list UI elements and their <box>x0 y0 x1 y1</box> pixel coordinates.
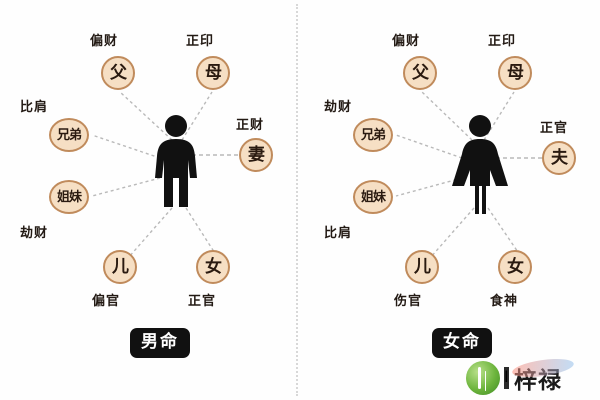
node-sister[interactable]: 姐妹 <box>353 180 393 214</box>
badge-female-title: 女命 <box>432 328 492 358</box>
male-figure-icon <box>148 112 204 216</box>
watermark-separator: I <box>504 367 509 389</box>
female-figure-icon <box>450 112 510 220</box>
node-son[interactable]: 儿 <box>103 250 137 284</box>
watermark-text: 梓禄 <box>514 368 562 394</box>
label-brother: 比肩 <box>20 100 49 115</box>
node-brother[interactable]: 兄弟 <box>353 118 393 152</box>
label-spouse: 正财 <box>236 118 265 133</box>
node-spouse[interactable]: 妻 <box>239 138 273 172</box>
node-mother[interactable]: 母 <box>498 56 532 90</box>
panel-male-chart: 父 母 兄弟 姐妹 妻 儿 女 偏财 正印 比肩 劫财 正财 偏官 正官 男命 <box>20 34 273 358</box>
label-mother: 正印 <box>186 34 215 49</box>
watermark: I 梓禄 <box>466 355 598 398</box>
label-spouse: 正官 <box>540 121 569 136</box>
label-father: 偏财 <box>392 34 421 49</box>
connector-lines-male <box>91 91 245 259</box>
label-son: 伤官 <box>394 294 423 309</box>
badge-male-title: 男命 <box>130 328 190 358</box>
node-son[interactable]: 儿 <box>405 250 439 284</box>
node-daughter[interactable]: 女 <box>196 250 230 284</box>
label-sister: 劫财 <box>20 226 49 241</box>
node-father[interactable]: 父 <box>101 56 135 90</box>
label-son: 偏官 <box>92 294 121 309</box>
node-father[interactable]: 父 <box>403 56 437 90</box>
node-spouse[interactable]: 夫 <box>542 141 576 175</box>
panel-female-chart: 父 母 兄弟 姐妹 夫 儿 女 偏财 正印 劫财 比肩 正官 伤官 食神 女命 <box>300 0 600 400</box>
label-daughter: 食神 <box>490 294 519 309</box>
label-sister: 比肩 <box>324 226 353 241</box>
node-brother[interactable]: 兄弟 <box>49 118 89 152</box>
panel-divider <box>296 4 298 396</box>
leaf-circle-logo <box>466 361 500 395</box>
label-mother: 正印 <box>488 34 517 49</box>
label-brother: 劫财 <box>324 100 353 115</box>
label-father: 偏财 <box>90 34 119 49</box>
connector-lines-female <box>395 91 548 259</box>
node-mother[interactable]: 母 <box>196 56 230 90</box>
label-daughter: 正官 <box>188 294 217 309</box>
node-sister[interactable]: 姐妹 <box>49 180 89 214</box>
node-daughter[interactable]: 女 <box>498 250 532 284</box>
